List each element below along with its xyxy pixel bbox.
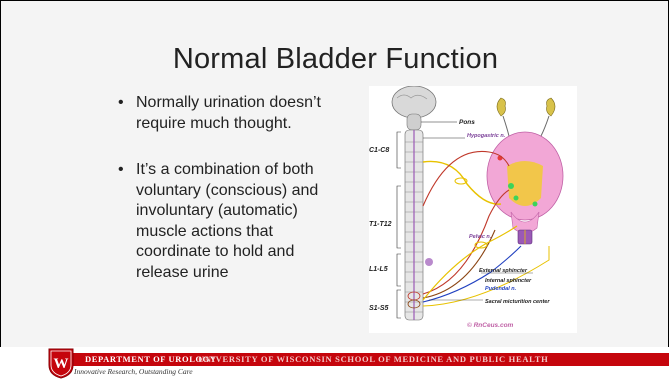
segment-label: S1-S5 — [369, 305, 389, 312]
pons-label: Pons — [459, 119, 475, 126]
footer-banner: W DEPARTMENT OF UROLOGY UNIVERSITY OF WI… — [0, 347, 669, 379]
pelvic-label: Pelvic n. — [469, 234, 492, 240]
bullet-item: Normally urination doesn’t require much … — [118, 93, 343, 134]
crest-letter: W — [54, 356, 69, 372]
university-name: UNIVERSITY OF WISCONSIN SCHOOL OF MEDICI… — [198, 354, 548, 364]
segment-label: T1-T12 — [369, 221, 392, 228]
brain — [392, 86, 436, 118]
tagline: Innovative Research, Outstanding Care — [74, 367, 193, 376]
segment-label: C1-C8 — [369, 147, 389, 154]
right-kidney — [547, 98, 556, 116]
left-kidney — [497, 98, 506, 116]
bladder-nerve-diagram: Pons C1-C8 T1 — [369, 86, 577, 333]
credit-label: © RnCeus.com — [467, 321, 514, 329]
hypogastric-label: Hypogastric n. — [467, 133, 506, 139]
internal-sphincter-label: Internal sphincter — [485, 278, 532, 284]
diagram-svg: Pons C1-C8 T1 — [369, 86, 577, 333]
brainstem — [407, 114, 421, 130]
pudendal-label: Pudendal n. — [485, 286, 517, 292]
sacral-center-label: Sacral micturition center — [485, 299, 550, 305]
department-name: DEPARTMENT OF UROLOGY — [85, 354, 217, 364]
external-sphincter-label: External sphincter — [479, 268, 528, 274]
uw-crest-icon: W — [47, 347, 75, 379]
bullet-list: Normally urination doesn’t require much … — [118, 93, 343, 283]
bullet-item: It’s a combination of both voluntary (co… — [118, 160, 343, 283]
slide-title: Normal Bladder Function — [1, 43, 669, 76]
segment-label: L1-L5 — [369, 266, 388, 273]
